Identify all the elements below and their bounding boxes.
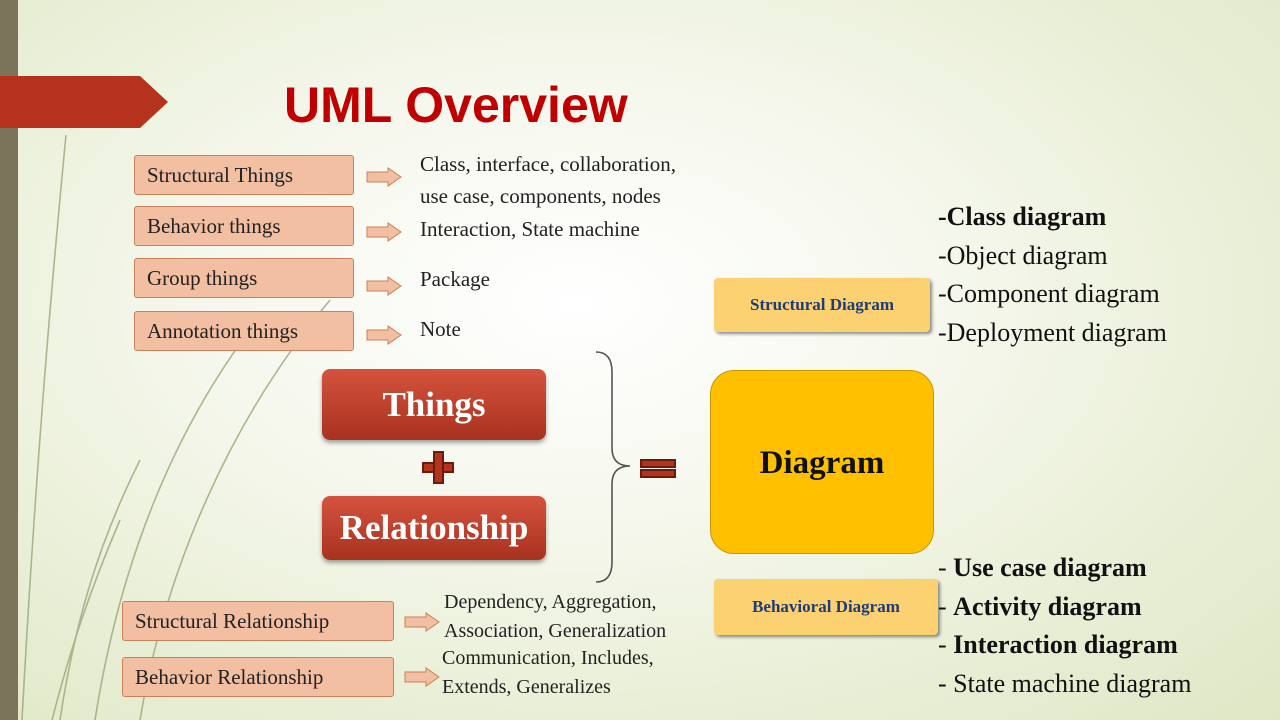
equals-icon (640, 469, 676, 478)
diagram-box: Diagram (710, 370, 934, 554)
structural-diagram-list: -Class diagram -Object diagram -Componen… (938, 198, 1167, 352)
arrow-right-icon (366, 167, 402, 187)
plus-icon (433, 451, 444, 484)
list-item: -Component diagram (938, 279, 1160, 308)
brace (595, 351, 631, 583)
pill-annotation-things: Annotation things (134, 311, 354, 351)
things-box: Things (322, 369, 546, 440)
pill-behavior-things: Behavior things (134, 206, 354, 246)
list-item: - Interaction diagram (938, 630, 1178, 659)
desc-structural-things: Class, interface, collaboration,use case… (420, 152, 676, 208)
pill-behavior-relationship: Behavior Relationship (122, 657, 394, 697)
desc-structural-relationship: Dependency, Aggregation,Association, Gen… (444, 591, 667, 642)
left-decor-strip (0, 0, 18, 720)
pill-structural-relationship: Structural Relationship (122, 601, 394, 641)
arrow-right-icon (404, 667, 440, 687)
arrow-right-icon (366, 222, 402, 242)
desc-annotation-things: Note (420, 317, 461, 341)
desc-behavior-relationship: Communication, Includes,Extends, General… (442, 647, 654, 698)
equals-icon (640, 459, 676, 468)
page-title: UML Overview (284, 77, 628, 133)
list-item: -Object diagram (938, 240, 1108, 270)
arrow-right-icon (366, 325, 402, 345)
desc-group-things: Package (420, 267, 490, 291)
behavioral-diagram-tag: Behavioral Diagram (714, 579, 938, 635)
desc-behavior-things: Interaction, State machine (420, 217, 640, 241)
pill-group-things: Group things (134, 258, 354, 298)
title-arrow-decor (0, 76, 168, 128)
list-item: - Use case diagram (938, 553, 1147, 582)
list-item: -Deployment diagram (938, 317, 1167, 347)
arrow-right-icon (404, 612, 440, 632)
list-item: - Activity diagram (938, 591, 1142, 621)
pill-structural-things: Structural Things (134, 155, 354, 195)
list-item: - State machine diagram (938, 668, 1192, 698)
structural-diagram-tag: Structural Diagram (714, 278, 930, 332)
behavioral-diagram-list: - Use case diagram - Activity diagram - … (938, 549, 1191, 703)
arrow-right-icon (366, 276, 402, 296)
relationship-box: Relationship (322, 496, 546, 560)
list-item: -Class diagram (938, 202, 1107, 231)
